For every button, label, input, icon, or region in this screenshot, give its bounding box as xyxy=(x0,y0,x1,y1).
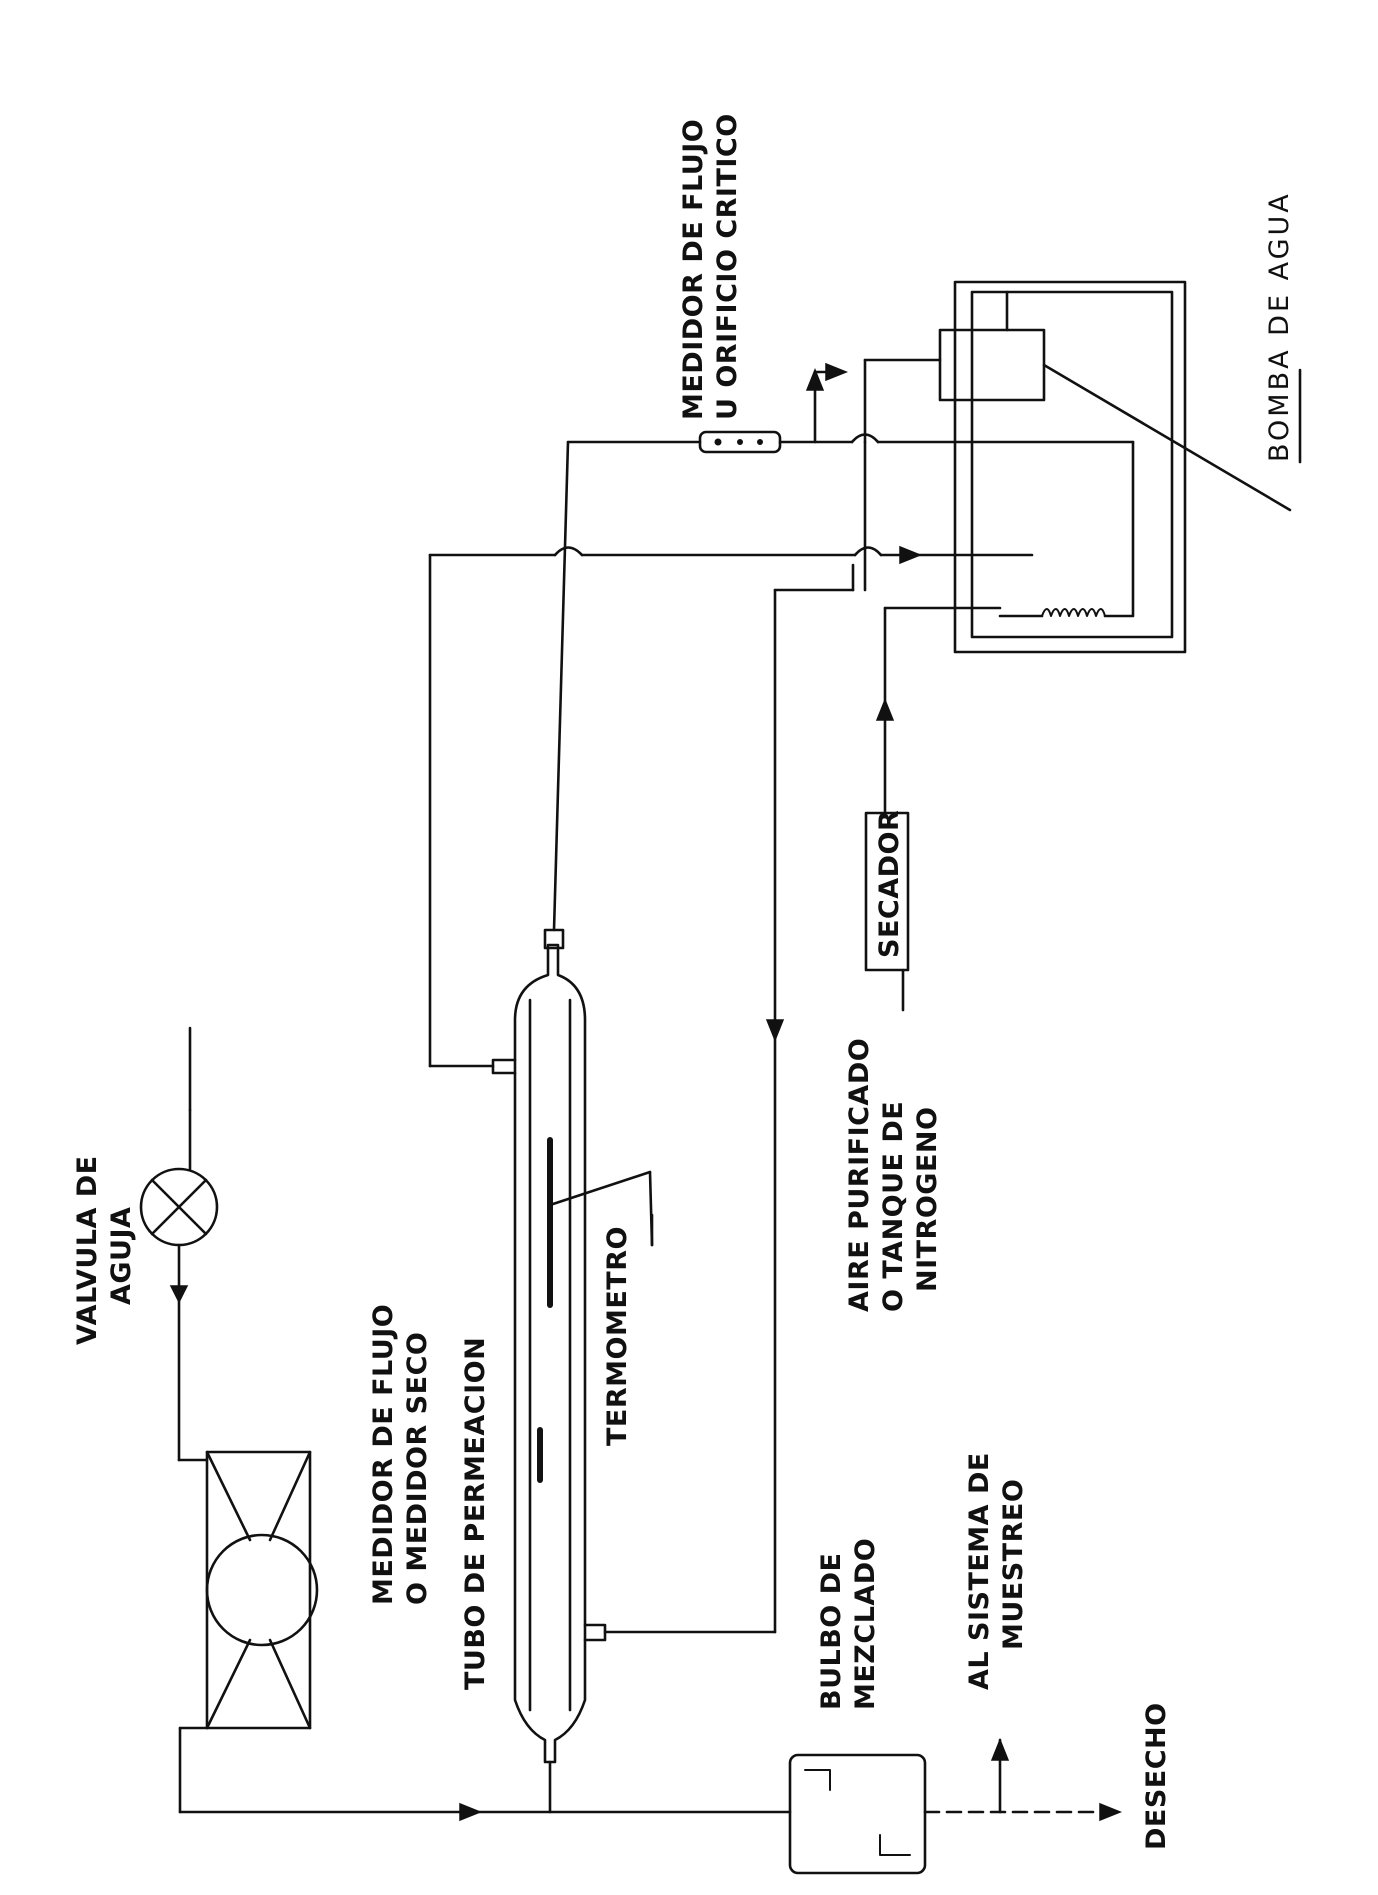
mixing-bulb-label-line1: BULBO DE xyxy=(816,1553,847,1711)
orifice-label-line1: MEDIDOR DE FLUJO xyxy=(678,119,709,420)
jacket-supply-line xyxy=(603,563,855,1634)
gas-to-orifice-line xyxy=(552,440,702,932)
water-pump xyxy=(938,290,1292,512)
label-valvula-de-aguja: VALVULA DE AGUJA xyxy=(72,1155,137,1345)
air-label-line3: NITROGENO xyxy=(912,1107,943,1292)
valve-to-meter-line xyxy=(169,1243,209,1462)
riser-line xyxy=(863,358,942,592)
sampling-label-line1: AL SISTEMA DE xyxy=(964,1452,995,1690)
critical-orifice xyxy=(698,362,1135,454)
dry-meter-label-line1: MEDIDOR DE FLUJO xyxy=(368,1304,399,1605)
dryer-label: SECADOR xyxy=(874,810,905,958)
label-bulbo-mezclado: BULBO DE MEZCLADO xyxy=(816,1538,881,1710)
mixing-bulb-label-line2: MEZCLADO xyxy=(850,1538,881,1710)
label-aire-purificado: AIRE PURIFICADO O TANQUE DE NITROGENO xyxy=(844,1038,943,1312)
air-label-line2: O TANQUE DE xyxy=(878,1101,909,1312)
orifice-label-line2: U ORIFICIO CRITICO xyxy=(712,113,743,420)
valve-label-line1: VALVULA DE xyxy=(72,1155,103,1345)
label-medidor-flujo-seco: MEDIDOR DE FLUJO O MEDIDOR SECO xyxy=(368,1304,433,1605)
thermometer-label: TERMOMETRO xyxy=(602,1226,633,1446)
water-bath xyxy=(953,280,1187,654)
pump-label: BOMBA DE AGUA xyxy=(1264,191,1295,462)
air-label-line1: AIRE PURIFICADO xyxy=(844,1038,875,1312)
air-supply-line xyxy=(864,606,1002,1012)
thermometer xyxy=(548,1170,654,1247)
permeation-tube xyxy=(491,928,607,1814)
meter-to-mixing-line xyxy=(178,1726,792,1822)
needle-valve xyxy=(139,1026,219,1247)
dry-meter-label-line2: O MEDIDOR SECO xyxy=(402,1332,433,1605)
label-medidor-orificio: MEDIDOR DE FLUJO U ORIFICIO CRITICO xyxy=(678,113,743,420)
sampling-label-line2: MUESTREO xyxy=(998,1479,1029,1650)
dry-flow-meter xyxy=(205,1450,319,1730)
label-al-sistema-muestreo: AL SISTEMA DE MUESTREO xyxy=(964,1452,1029,1690)
jacket-return-line xyxy=(428,545,1034,1068)
waste-label: DESECHO xyxy=(1141,1702,1172,1850)
valve-label-line2: AGUJA xyxy=(106,1207,137,1305)
mixing-bulb xyxy=(788,1737,1123,1875)
label-bomba-de-agua: BOMBA DE AGUA xyxy=(1264,191,1302,464)
permeation-tube-label: TUBO DE PERMEACION xyxy=(460,1337,491,1690)
